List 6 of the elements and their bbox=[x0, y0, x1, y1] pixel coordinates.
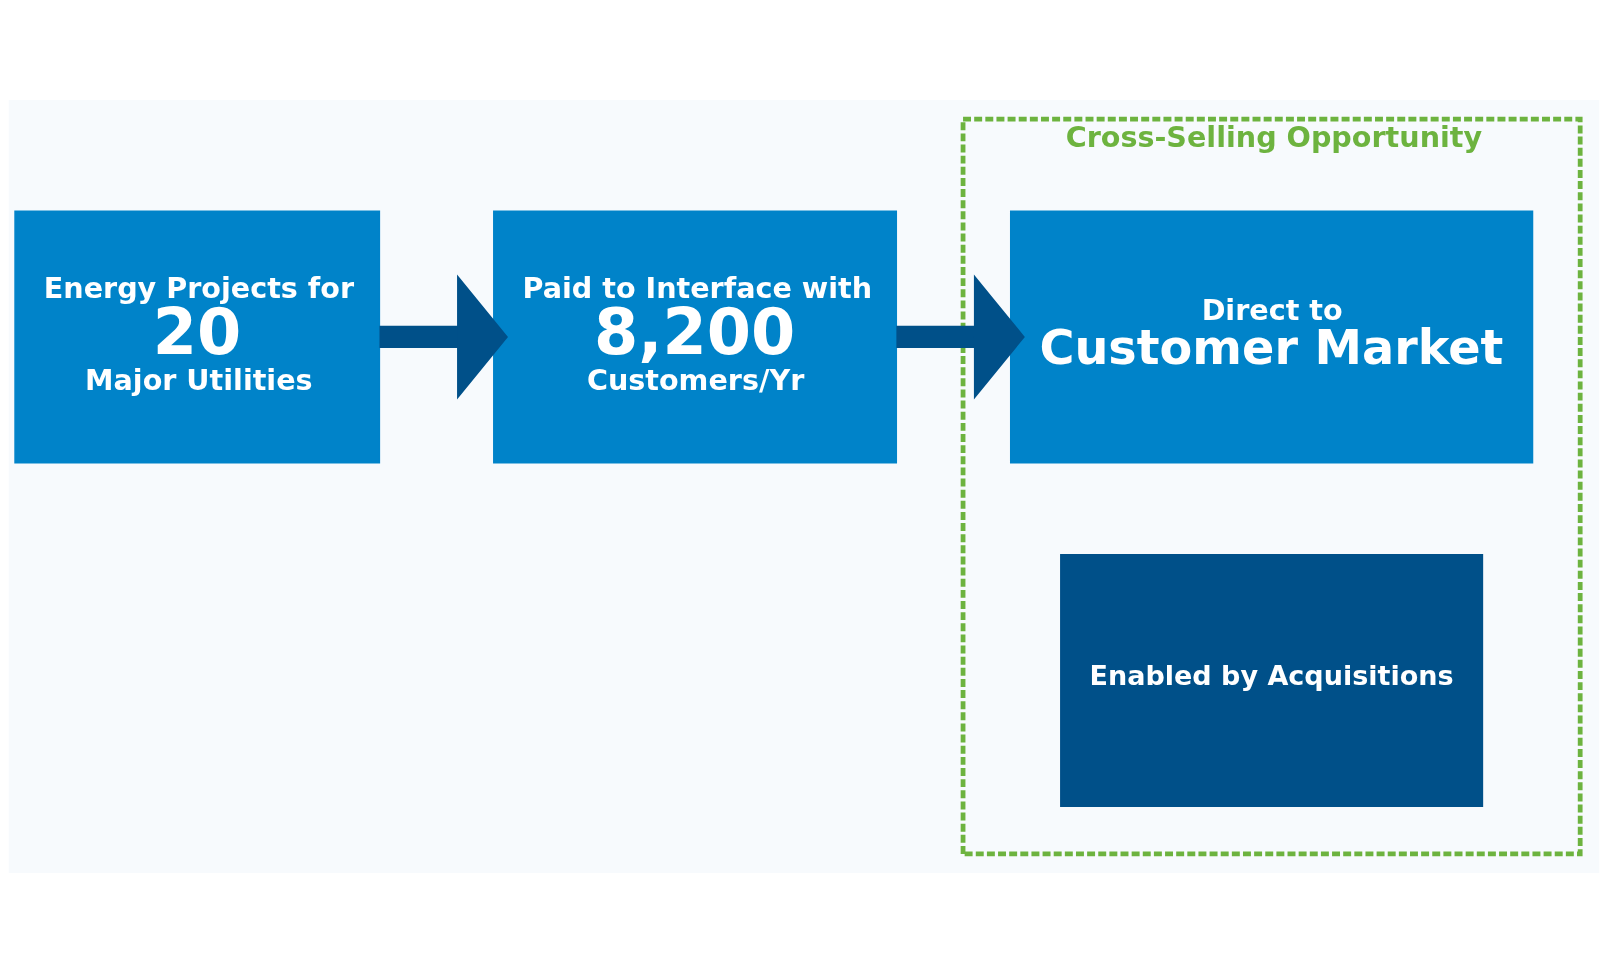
arrow bbox=[896, 274, 1025, 400]
node-box: Enabled by Acquisitions bbox=[1060, 554, 1484, 807]
node-box: Energy Projects for 20 Major Utilities bbox=[14, 210, 381, 464]
node-box: Paid to Interface with 8,200 Customers/Yr bbox=[493, 210, 898, 464]
arrow bbox=[379, 274, 508, 400]
node-box: Direct to Customer Market bbox=[1009, 210, 1534, 464]
